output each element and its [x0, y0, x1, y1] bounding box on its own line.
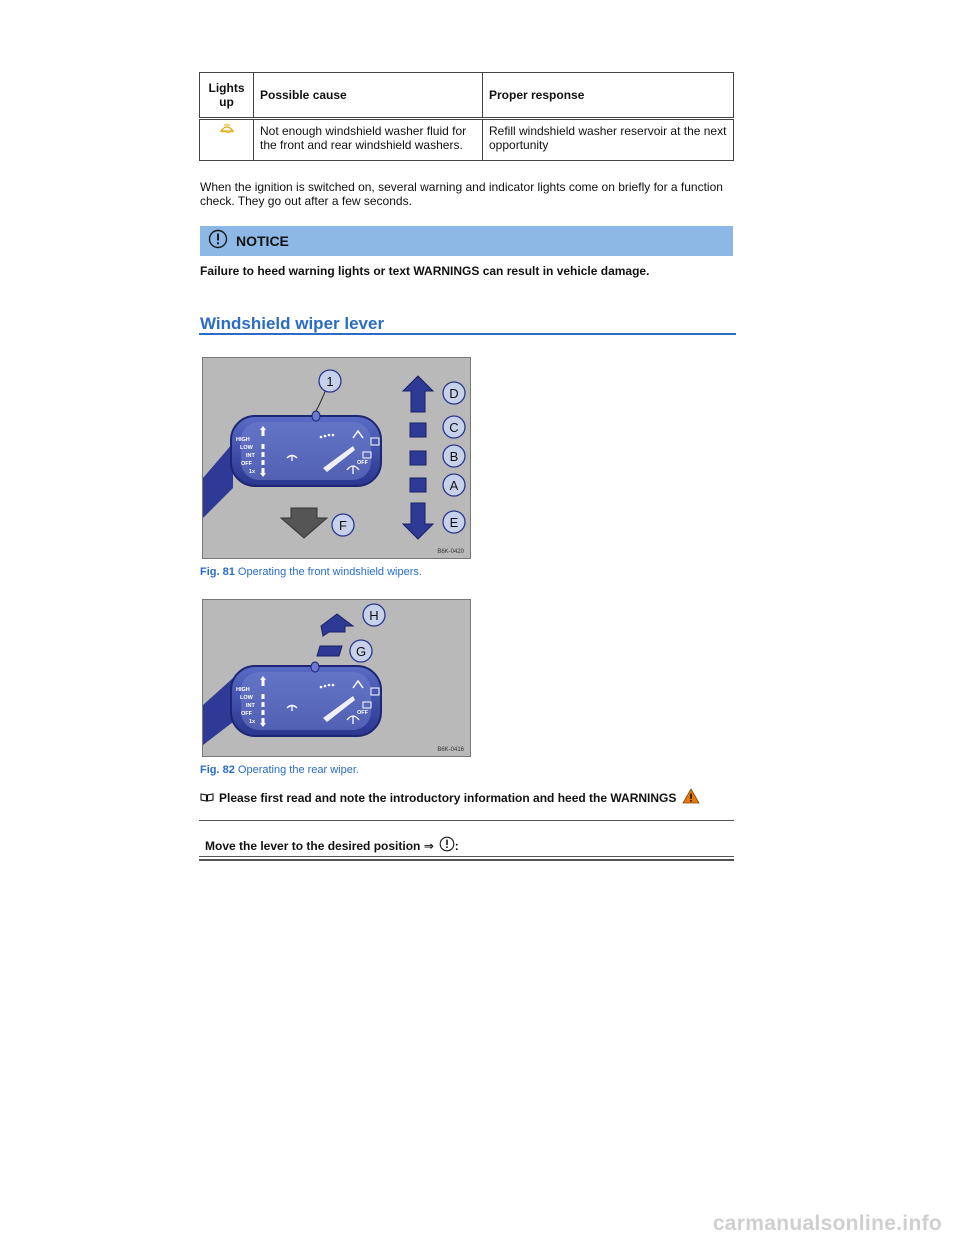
- figure-caption-82: Fig. 82 Operating the rear wiper.: [200, 764, 359, 776]
- read-first-notice: Please first read and note the introduct…: [200, 788, 701, 807]
- lever-label-int: INT: [246, 703, 256, 709]
- intro-paragraph: When the ignition is switched on, severa…: [200, 180, 723, 208]
- read-first-text: Please first read and note the introduct…: [219, 790, 677, 805]
- lever-label-high: HIGH: [236, 687, 250, 693]
- lever-label-low: LOW: [240, 695, 254, 701]
- table-cell-response: Refill windshield washer reservoir at th…: [482, 118, 734, 161]
- arrow-down-push-icon: [279, 507, 329, 539]
- lever-label-1x: 1x: [249, 469, 256, 475]
- figure-number: Fig. 82: [200, 764, 235, 776]
- lever-stalk: [203, 443, 233, 518]
- warning-triangle-icon[interactable]: [682, 788, 701, 807]
- column-header-possible-cause: Possible cause: [253, 72, 483, 120]
- callout-h: H: [369, 608, 378, 623]
- figure-front-wiper-lever: HIGH LOW INT OFF 1x OFF 1 D C: [202, 357, 471, 559]
- callout-b: B: [450, 449, 459, 464]
- notice-title: NOTICE: [236, 233, 289, 249]
- divider-bottom-thick: [199, 859, 734, 861]
- exclamation-circle-icon[interactable]: [439, 836, 455, 855]
- rear-wiper-lever-illustration: HIGH LOW INT OFF 1x OFF H G: [203, 603, 386, 745]
- divider-top: [199, 820, 734, 821]
- notice-text: Failure to heed warning lights or text W…: [200, 264, 650, 278]
- callout-f: F: [339, 518, 347, 533]
- arrow-up-icon: [401, 375, 435, 413]
- figure-caption-81: Fig. 81 Operating the front windshield w…: [200, 566, 422, 578]
- arrow-pull-up-icon: [320, 613, 355, 637]
- lever-label-1x: 1x: [249, 719, 256, 725]
- figure-code: B6K-0420: [437, 549, 464, 555]
- section-divider: [199, 333, 736, 335]
- lever-label-rear-off: OFF: [357, 460, 369, 466]
- figure-code: B6K-0416: [437, 747, 464, 753]
- column-header-lights-up: Lights up: [199, 72, 254, 120]
- move-lever-text: Move the lever to the desired position ⇒: [205, 838, 434, 853]
- table-row: Not enough windshield washer fluid for t…: [199, 118, 734, 161]
- figure-number: Fig. 81: [200, 566, 235, 578]
- lever-label-high: HIGH: [236, 437, 250, 443]
- open-book-icon: [200, 791, 214, 805]
- section-title: Windshield wiper lever: [200, 314, 385, 333]
- warning-light-table: Lights up Possible cause Proper response…: [199, 72, 734, 161]
- table-cell-cause: Not enough windshield washer fluid for t…: [253, 118, 483, 161]
- callout-e: E: [450, 515, 459, 530]
- move-lever-suffix: :: [454, 838, 459, 853]
- callout-g: G: [356, 644, 366, 659]
- figure-caption-text: Operating the rear wiper.: [237, 764, 359, 776]
- watermark: carmanualsonline.info: [712, 1212, 942, 1235]
- callout-c: C: [449, 420, 458, 435]
- front-wiper-symbol-icon: [286, 454, 298, 461]
- lever-label-int: INT: [246, 453, 256, 459]
- lever-label-off: OFF: [241, 461, 253, 467]
- figure-rear-wiper-lever: HIGH LOW INT OFF 1x OFF H G B6K-0416: [202, 599, 471, 757]
- lever-label-low: LOW: [240, 445, 254, 451]
- notice-banner: NOTICE: [200, 226, 733, 256]
- table-cell-icon: [199, 118, 254, 161]
- front-wiper-lever-illustration: HIGH LOW INT OFF 1x OFF 1 D C: [203, 369, 466, 540]
- column-header-proper-response: Proper response: [482, 72, 734, 120]
- lever-label-off: OFF: [241, 711, 253, 717]
- move-lever-instruction: Move the lever to the desired position ⇒…: [205, 836, 459, 855]
- figure-caption-text: Operating the front windshield wipers.: [237, 566, 422, 578]
- arrow-down-icon: [401, 502, 435, 540]
- washer-fluid-warning-icon: [219, 122, 234, 136]
- callout-1: 1: [326, 374, 333, 389]
- divider-bottom: [199, 856, 734, 857]
- callout-d: D: [449, 386, 458, 401]
- exclamation-circle-icon: [208, 229, 228, 254]
- table-header-row: Lights up Possible cause Proper response: [199, 72, 734, 120]
- lever-label-rear-off: OFF: [357, 710, 369, 716]
- callout-a: A: [450, 478, 459, 493]
